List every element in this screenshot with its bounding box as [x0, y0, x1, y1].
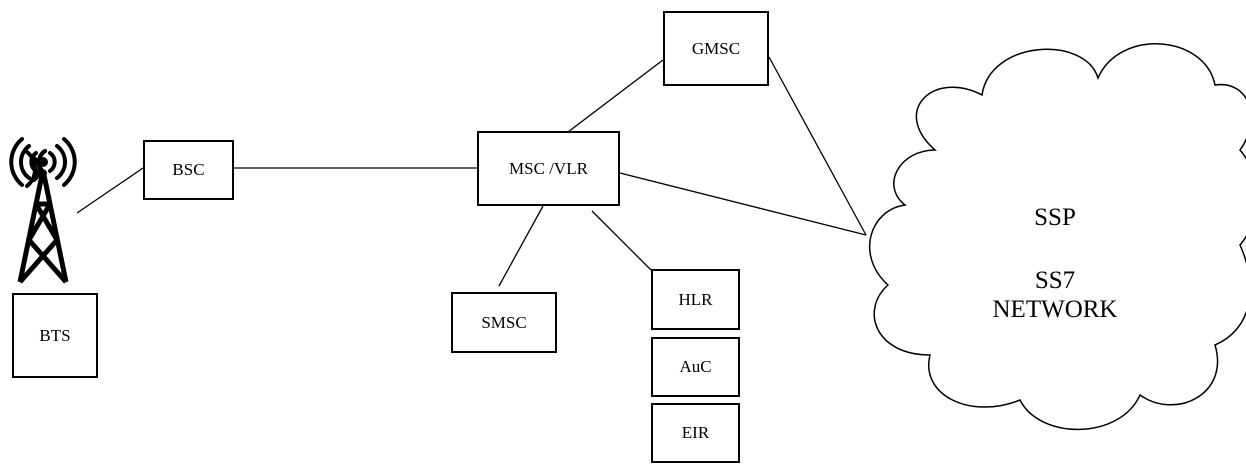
cloud-icon	[868, 43, 1246, 431]
node-msc-vlr: MSC /VLR	[477, 131, 620, 206]
link-msc-gmsc	[567, 59, 664, 133]
cloud-label-network: NETWORK	[992, 296, 1118, 323]
node-bts: BTS	[12, 293, 98, 378]
radio-tower-icon	[9, 137, 77, 284]
link-bts-bsc	[76, 167, 144, 214]
node-hlr: HLR	[651, 269, 740, 330]
link-msc-cloud	[619, 172, 867, 236]
node-eir: EIR	[651, 403, 740, 463]
link-gmsc-cloud	[768, 56, 867, 236]
node-smsc: SMSC	[451, 292, 557, 353]
link-msc-smsc	[498, 205, 544, 287]
node-bsc: BSC	[143, 140, 234, 200]
link-msc-hlr	[591, 210, 652, 271]
cloud-label-ssp: SSP	[1034, 204, 1076, 231]
node-auc: AuC	[651, 337, 740, 397]
node-gmsc: GMSC	[663, 11, 769, 86]
cloud-label-ss7: SS7	[1034, 267, 1076, 294]
